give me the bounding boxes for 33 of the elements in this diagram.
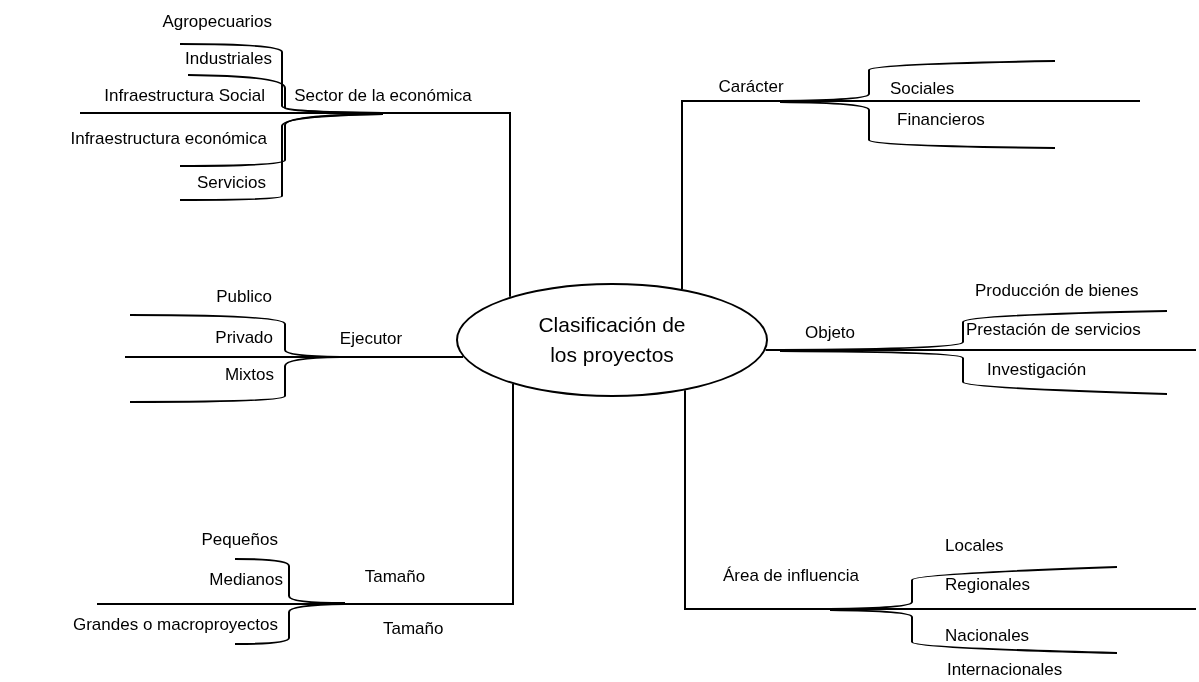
item-label: Tamaño [383, 618, 444, 640]
item-label: Infraestructura económica [70, 128, 267, 150]
connector-line [684, 389, 792, 610]
item-label: Nacionales [945, 625, 1030, 647]
connector-line [394, 383, 514, 605]
item-label: Pequeños [201, 529, 278, 551]
category-label: Área de influencia [700, 565, 882, 608]
item-label: Servicios [197, 172, 266, 194]
connector-line [370, 356, 465, 358]
category-label: Sector de la económica [286, 85, 480, 112]
item-label: Prestación de servicios [966, 319, 1141, 341]
item-label: Producción de bienes [975, 280, 1139, 302]
connector-line [382, 112, 511, 298]
connector-line [681, 100, 752, 291]
item-label: Infraestructura Social [104, 85, 265, 107]
item-label: Industriales [185, 48, 272, 70]
item-label: Publico [216, 286, 272, 308]
item-label: Investigación [987, 359, 1087, 381]
item-label: Mixtos [224, 364, 274, 386]
category-label: Ejecutor [328, 328, 414, 356]
item-label: Medianos [209, 569, 283, 591]
category-label: Carácter [706, 76, 796, 100]
item-label: Internacionales [947, 659, 1063, 681]
item-label: Regionales [945, 574, 1031, 596]
item-label: Locales [945, 535, 1004, 557]
central-ellipse: Clasificación de los proyectos [456, 283, 768, 397]
category-label: Objeto [792, 322, 868, 349]
item-label: Financieros [897, 109, 985, 131]
category-label: Tamaño [352, 566, 438, 603]
item-label: Privado [215, 327, 273, 349]
item-label: Grandes o macroproyectos [72, 614, 278, 636]
item-label: Sociales [890, 78, 955, 100]
item-label: Agropecuarios [162, 11, 272, 33]
